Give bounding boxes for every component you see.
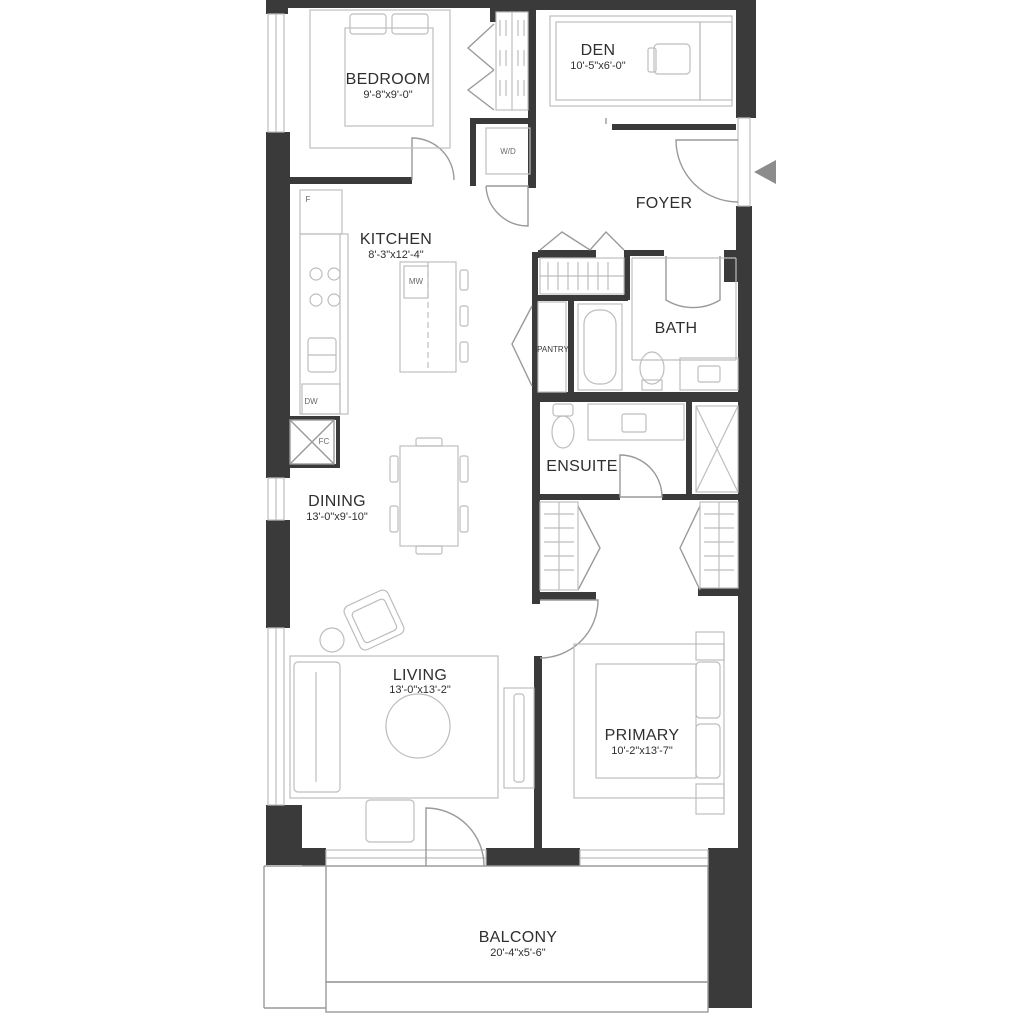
kitchen-dims: 8'-3"x12'-4" xyxy=(368,249,424,261)
kitchen-counter xyxy=(299,189,349,415)
den-desk xyxy=(549,15,733,107)
pantry-label: PANTRY xyxy=(537,345,569,354)
doors xyxy=(411,23,739,867)
fan-coil xyxy=(289,419,335,465)
fridge-label: F xyxy=(306,195,311,204)
living-dims: 13'-0"x13'-2" xyxy=(389,684,451,696)
foyer-label: FOYER xyxy=(636,195,693,212)
dining-label: DINING xyxy=(308,493,366,510)
den-label: DEN xyxy=(581,42,616,59)
bedroom-dims: 9'-8"x9'-0" xyxy=(363,89,412,101)
ensuite-label: ENSUITE xyxy=(546,458,617,475)
room-labels: BEDROOM 9'-8"x9'-0" DEN 10'-5"x6'-0" FOY… xyxy=(306,42,697,959)
bath-label: BATH xyxy=(655,320,698,337)
fan-coil-label: FC xyxy=(319,437,330,446)
closets xyxy=(495,11,739,591)
living-furniture xyxy=(289,589,535,843)
dining-table xyxy=(389,437,469,555)
bedroom-bed xyxy=(309,9,451,149)
walls xyxy=(266,0,756,1008)
primary-bed xyxy=(573,631,725,815)
windows xyxy=(267,13,751,867)
primary-dims: 10'-2"x13'-7" xyxy=(611,745,673,757)
washer-dryer-label: W/D xyxy=(500,147,516,156)
primary-label: PRIMARY xyxy=(605,727,680,744)
balcony-dims: 20'-4"x5'-6" xyxy=(490,947,546,959)
washer-dryer xyxy=(485,127,531,175)
living-label: LIVING xyxy=(393,667,447,684)
bath-fixtures xyxy=(577,257,739,391)
entry-arrow-icon xyxy=(754,160,776,184)
kitchen-label: KITCHEN xyxy=(360,231,432,248)
microwave-label: MW xyxy=(409,277,424,286)
balcony-outline xyxy=(263,865,709,1013)
den-dims: 10'-5"x6'-0" xyxy=(570,60,626,72)
dining-dims: 13'-0"x9'-10" xyxy=(306,511,368,523)
balcony-label: BALCONY xyxy=(479,929,558,946)
kitchen-island xyxy=(399,261,469,373)
bedroom-label: BEDROOM xyxy=(346,71,431,88)
dishwasher-label: DW xyxy=(304,397,318,406)
fixture-labels: W/D F MW DW FC PANTRY xyxy=(304,147,569,446)
ensuite-fixtures xyxy=(551,403,739,493)
